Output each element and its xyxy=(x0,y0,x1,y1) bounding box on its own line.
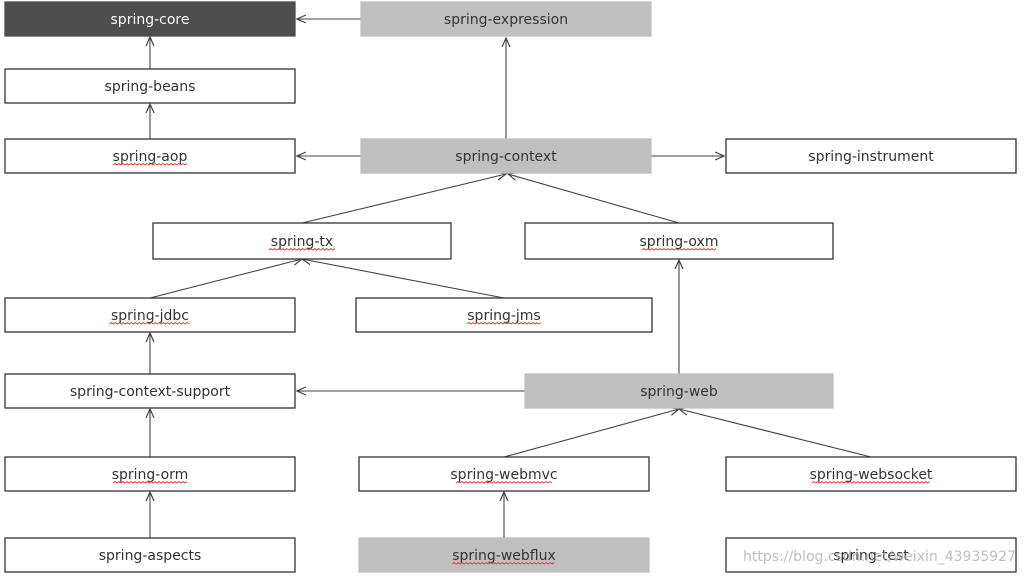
node-jms: spring-jms xyxy=(355,297,653,333)
spellcheck-squiggle xyxy=(811,480,931,484)
node-label: spring-orm xyxy=(112,467,189,483)
node-label: spring-oxm xyxy=(640,234,719,250)
node-box xyxy=(4,68,296,104)
spellcheck-squiggle xyxy=(466,321,542,325)
node-box xyxy=(524,222,834,260)
node-box xyxy=(358,537,650,573)
node-box xyxy=(725,456,1017,492)
node-orm: spring-orm xyxy=(4,456,296,492)
node-aspects: spring-aspects xyxy=(4,537,296,573)
watermark-text: https://blog.csdn.net/weixin_43935927 xyxy=(743,549,1016,565)
node-box xyxy=(4,537,296,573)
spellcheck-squiggle xyxy=(109,321,190,325)
node-oxm: spring-oxm xyxy=(524,222,834,260)
spellcheck-squiggle xyxy=(112,480,188,484)
node-box xyxy=(4,297,296,333)
node-webmvc: spring-webmvc xyxy=(358,456,650,492)
node-label: spring-webflux xyxy=(452,548,556,564)
node-web: spring-web xyxy=(524,373,834,409)
node-label: spring-aop xyxy=(113,149,188,165)
node-box xyxy=(524,373,834,409)
node-beans: spring-beans xyxy=(4,68,296,104)
node-jdbc: spring-jdbc xyxy=(4,297,296,333)
node-box xyxy=(4,456,296,492)
edge-webmvc-to-web xyxy=(503,409,679,458)
node-websocket: spring-websocket xyxy=(725,456,1017,492)
spellcheck-squiggle xyxy=(641,247,717,251)
spellcheck-squiggle xyxy=(455,480,553,484)
node-context-support: spring-context-support xyxy=(4,373,296,409)
node-label: spring-beans xyxy=(105,79,196,95)
node-instrument: spring-instrument xyxy=(725,138,1017,174)
spellcheck-squiggle xyxy=(268,247,335,251)
node-label: spring-web xyxy=(640,384,718,400)
edge-tx-to-context xyxy=(301,174,506,224)
edge-oxm-to-context xyxy=(508,174,680,224)
node-box xyxy=(4,373,296,409)
node-label: spring-tx xyxy=(271,234,333,250)
node-label: spring-webmvc xyxy=(450,467,557,483)
node-aop: spring-aop xyxy=(4,138,296,174)
node-label: spring-instrument xyxy=(808,149,934,165)
node-label: spring-aspects xyxy=(99,548,202,564)
node-box xyxy=(725,138,1017,174)
node-box xyxy=(358,456,650,492)
node-label: spring-jms xyxy=(467,308,540,324)
node-tx: spring-tx xyxy=(152,222,452,260)
node-label: spring-websocket xyxy=(810,467,933,483)
spellcheck-squiggle xyxy=(112,162,188,166)
edges-layer xyxy=(149,19,872,538)
node-label: spring-context xyxy=(455,149,557,165)
spellcheck-squiggle xyxy=(451,561,555,565)
node-core: spring-core xyxy=(4,1,296,37)
node-label: spring-expression xyxy=(444,12,568,28)
node-box xyxy=(4,138,296,174)
node-expression: spring-expression xyxy=(360,1,652,37)
node-box xyxy=(725,537,1017,573)
node-label: spring-test xyxy=(833,548,909,564)
node-webflux: spring-webflux xyxy=(358,537,650,573)
node-box xyxy=(152,222,452,260)
node-label: spring-core xyxy=(111,12,190,28)
node-box xyxy=(360,1,652,37)
edge-jms-to-tx xyxy=(302,259,505,299)
node-context: spring-context xyxy=(360,138,652,174)
node-box xyxy=(4,1,296,37)
nodes-layer: spring-core spring-expression spring-beans… xyxy=(4,1,1017,573)
edge-websocket-to-web xyxy=(679,409,872,458)
node-test: spring-test xyxy=(725,537,1017,573)
edge-jdbc-to-tx xyxy=(149,259,302,299)
node-label: spring-context-support xyxy=(70,384,231,400)
node-label: spring-jdbc xyxy=(111,308,189,324)
node-box xyxy=(355,297,653,333)
node-box xyxy=(360,138,652,174)
